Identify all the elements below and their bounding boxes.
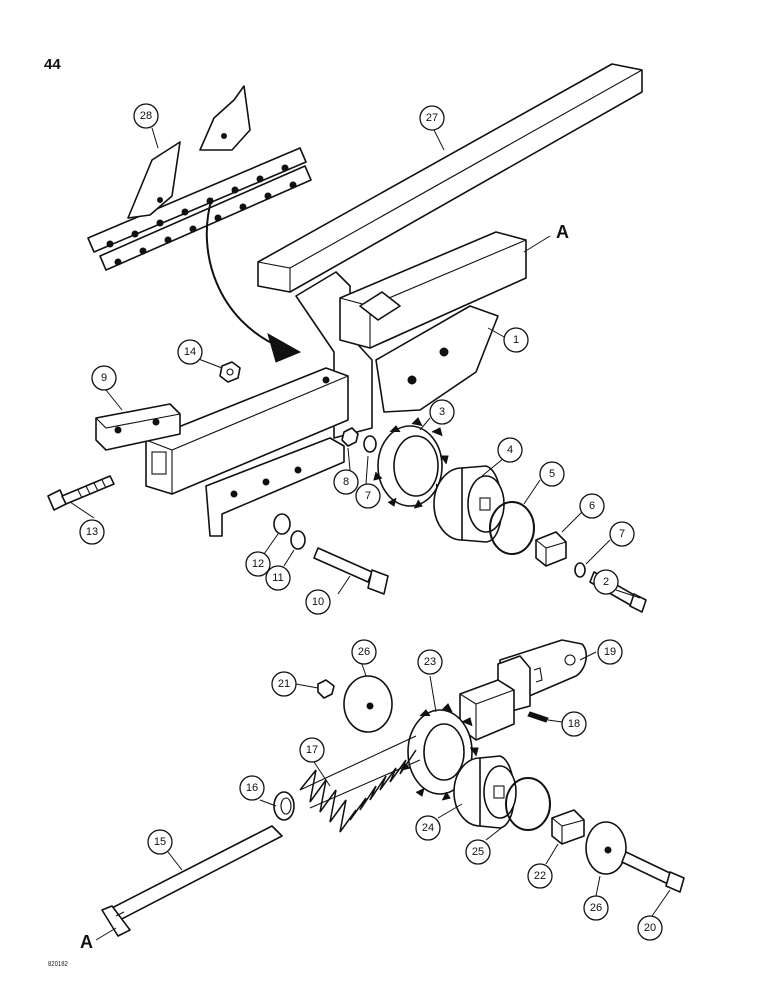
svg-text:12: 12 [252, 558, 264, 570]
callout-26-upper: 26 [351, 639, 377, 665]
svg-text:21: 21 [278, 678, 290, 690]
drag-chain [87, 85, 312, 271]
block-bolt-parts [47, 361, 241, 511]
block-bolt-lower [551, 809, 685, 893]
callout-14: 14 [177, 339, 203, 365]
callout-8: 8 [333, 469, 359, 495]
callout-3: 3 [429, 399, 455, 425]
sprocket-lower [401, 703, 479, 801]
washer-nut-lower [317, 675, 393, 733]
svg-text:2: 2 [603, 576, 609, 588]
bearing-assembly-lower [453, 755, 551, 831]
callout-28: 28 [133, 103, 159, 129]
callout-23: 23 [417, 649, 443, 675]
svg-text:8: 8 [343, 476, 349, 488]
spring [299, 735, 421, 833]
leader-lines [69, 127, 671, 917]
callout-25: 25 [465, 839, 491, 865]
callout-10: 10 [305, 589, 331, 615]
callout-16: 16 [239, 775, 265, 801]
svg-text:10: 10 [312, 596, 324, 608]
callout-7-right: 7 [609, 521, 635, 547]
svg-text:5: 5 [549, 468, 555, 480]
callout-2: 2 [593, 569, 619, 595]
page-number: 44 [44, 56, 61, 73]
reference-letter-bottom: A [80, 932, 93, 952]
svg-text:3: 3 [439, 406, 445, 418]
svg-text:18: 18 [568, 718, 580, 730]
callout-11: 11 [265, 565, 291, 591]
callout-27: 27 [419, 105, 445, 131]
bolt-10-washers [273, 513, 389, 595]
svg-text:28: 28 [140, 110, 152, 122]
svg-text:14: 14 [184, 346, 196, 358]
rod [101, 825, 283, 937]
callout-4: 4 [497, 437, 523, 463]
reference-letter-top: A [556, 222, 569, 242]
washer-16 [273, 791, 295, 821]
svg-text:27: 27 [426, 112, 438, 124]
callout-12: 12 [245, 551, 271, 577]
callout-15: 15 [147, 829, 173, 855]
sprocket-upper [341, 417, 449, 509]
svg-text:15: 15 [154, 836, 166, 848]
svg-text:17: 17 [306, 744, 318, 756]
figure-code: 820182 [48, 961, 68, 968]
callout-22: 22 [527, 863, 553, 889]
svg-text:11: 11 [272, 572, 283, 584]
svg-text:6: 6 [589, 500, 595, 512]
callout-20: 20 [637, 915, 663, 941]
svg-text:4: 4 [507, 444, 513, 456]
svg-text:25: 25 [472, 846, 484, 858]
svg-text:7: 7 [365, 490, 371, 502]
callout-7-upper: 7 [355, 483, 381, 509]
callout-26-lower: 26 [583, 895, 609, 921]
callout-6: 6 [579, 493, 605, 519]
bearing-assembly-upper [433, 465, 647, 613]
svg-text:9: 9 [101, 372, 107, 384]
bracket-lower [497, 639, 588, 713]
svg-text:7: 7 [619, 528, 625, 540]
callout-5: 5 [539, 461, 565, 487]
svg-text:19: 19 [604, 646, 616, 658]
svg-text:1: 1 [513, 334, 519, 346]
svg-text:22: 22 [534, 870, 546, 882]
svg-text:24: 24 [422, 822, 434, 834]
svg-text:16: 16 [246, 782, 258, 794]
callout-17: 17 [299, 737, 325, 763]
callout-1: 1 [503, 327, 529, 353]
svg-text:23: 23 [424, 656, 436, 668]
svg-text:26: 26 [590, 902, 602, 914]
callout-19: 19 [597, 639, 623, 665]
callout-9: 9 [91, 365, 117, 391]
frame-assembly [145, 63, 643, 537]
callout-24: 24 [415, 815, 441, 841]
curved-arrow [205, 197, 302, 363]
svg-text:26: 26 [358, 646, 370, 658]
svg-text:13: 13 [86, 526, 98, 538]
callout-18: 18 [561, 711, 587, 737]
callout-21: 21 [271, 671, 297, 697]
svg-text:20: 20 [644, 922, 656, 934]
callout-13: 13 [79, 519, 105, 545]
